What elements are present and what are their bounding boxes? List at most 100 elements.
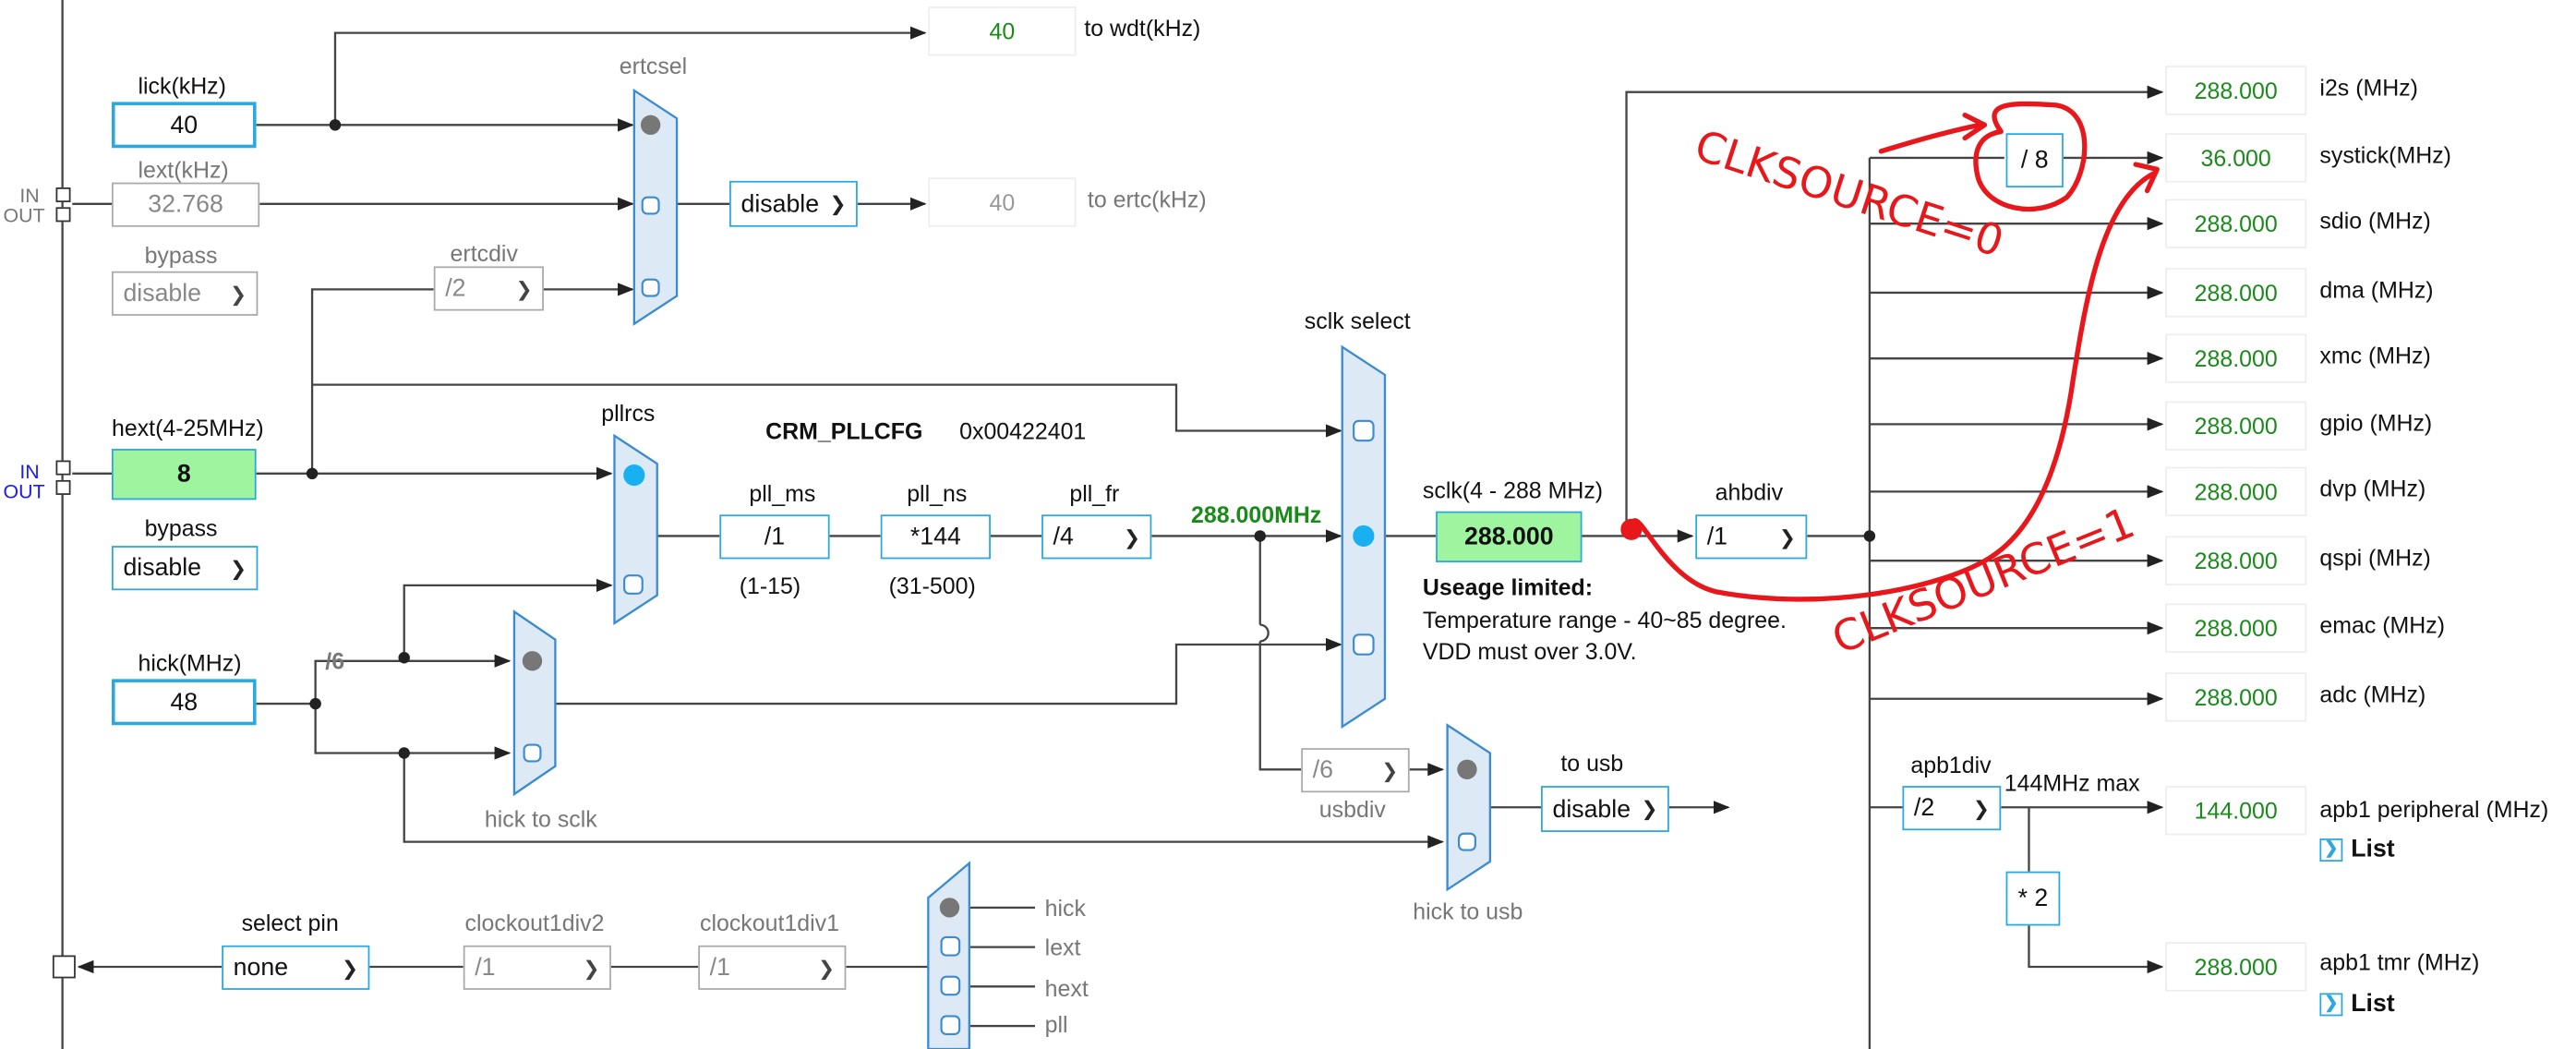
hext-bypass-select[interactable]: disable❯ <box>111 546 259 591</box>
ertcdiv-select[interactable]: /2❯ <box>433 266 544 311</box>
ertc-enable-select[interactable]: disable❯ <box>729 180 858 227</box>
clockout-option-pll: pll <box>1044 1011 1068 1038</box>
output-value-9: 288.000 <box>2165 672 2307 722</box>
pll-ns-label: pll_ns <box>907 479 968 507</box>
select-pin-select[interactable]: none❯ <box>222 945 370 990</box>
pll-ns-input[interactable]: *144 <box>880 514 991 560</box>
lext-in-label: IN <box>19 184 40 208</box>
output-label-6: dvp (MHz) <box>2319 475 2426 502</box>
lext-out-label: OUT <box>3 203 45 227</box>
output-value-2: 288.000 <box>2165 199 2307 248</box>
hext-in-port[interactable] <box>55 460 71 476</box>
lext-bypass-select[interactable]: disable❯ <box>111 271 259 316</box>
ahbdiv-select[interactable]: /1❯ <box>1695 514 1808 560</box>
pll-output-freq: 288.000MHz <box>1191 501 1322 528</box>
hext-label: hext(4-25MHz) <box>111 414 264 441</box>
lext-in-port[interactable] <box>55 187 71 203</box>
output-value-4: 288.000 <box>2165 333 2307 383</box>
output-label-4: xmc (MHz) <box>2319 342 2431 368</box>
hick-to-sclk-label: hick to sclk <box>484 805 597 832</box>
apb1-tmr-multiplier: * 2 <box>2005 871 2061 926</box>
output-label-3: dma (MHz) <box>2319 276 2434 303</box>
ertc-label: to ertc(kHz) <box>1087 186 1207 212</box>
clockout1div2-select[interactable]: /1❯ <box>463 945 611 990</box>
wdt-output: 40 <box>928 6 1077 56</box>
output-label-1: systick(MHz) <box>2319 141 2451 168</box>
chevron-down-icon: ❯ <box>229 556 247 580</box>
chevron-down-icon: ❯ <box>1641 797 1658 821</box>
output-value-7: 288.000 <box>2165 536 2307 585</box>
lick-input[interactable]: 40 <box>111 102 257 149</box>
chevron-right-icon: ❯ <box>2319 838 2343 862</box>
hick-to-usb-mux <box>1446 723 1492 892</box>
output-label-9: adc (MHz) <box>2319 681 2426 707</box>
usbdiv-select[interactable]: /6❯ <box>1301 748 1410 793</box>
clockout1div1-select[interactable]: /1❯ <box>698 945 847 990</box>
chevron-down-icon: ❯ <box>515 277 533 300</box>
usbdiv-label: usbdiv <box>1318 795 1386 823</box>
clockout-option-hext: hext <box>1044 974 1089 1002</box>
chevron-down-icon: ❯ <box>817 956 835 980</box>
hext-in-label: IN <box>19 460 40 484</box>
apb1-tmr-label: apb1 tmr (MHz) <box>2319 948 2480 975</box>
output-value-3: 288.000 <box>2165 268 2307 318</box>
apb1-tmr-output: 288.000 <box>2165 942 2307 992</box>
usb-enable-select[interactable]: disable❯ <box>1541 786 1669 832</box>
lext-input[interactable]: 32.768 <box>111 182 260 227</box>
hext-out-port[interactable] <box>55 479 71 495</box>
chevron-down-icon: ❯ <box>583 956 600 980</box>
apb1-tmr-list-button[interactable]: ❯List <box>2319 990 2395 1018</box>
apb1div-select[interactable]: /2❯ <box>1902 786 2002 831</box>
select-pin-label: select pin <box>241 909 339 936</box>
clockout-option-lext: lext <box>1044 934 1081 960</box>
output-value-8: 288.000 <box>2165 603 2307 653</box>
lext-bypass-label: bypass <box>144 241 218 269</box>
clockout-pin-port[interactable] <box>52 955 76 979</box>
hext-out-label: OUT <box>3 479 45 503</box>
hick-div6-label: /6 <box>325 647 345 675</box>
pllrcs-label: pllrcs <box>601 399 656 427</box>
output-value-1: 36.000 <box>2165 133 2307 183</box>
ertcdiv-label: ertcdiv <box>450 239 518 267</box>
output-label-8: emac (MHz) <box>2319 611 2446 638</box>
lext-out-port[interactable] <box>55 207 71 223</box>
pll-ms-input[interactable]: /1 <box>719 514 830 560</box>
chevron-down-icon: ❯ <box>1778 524 1796 549</box>
apb1-peripheral-output: 144.000 <box>2165 786 2307 836</box>
sclk-warning-title: Useage limited: <box>1422 573 1594 600</box>
pll-ns-range: (31-500) <box>888 572 976 599</box>
clockout-option-hick: hick <box>1044 894 1086 922</box>
apb1-peripheral-list-button[interactable]: ❯List <box>2319 836 2395 863</box>
ertc-output: 40 <box>928 177 1077 227</box>
sclk-label: sclk(4 - 288 MHz) <box>1422 476 1604 503</box>
output-label-5: gpio (MHz) <box>2319 409 2433 436</box>
systick-divider: / 8 <box>2005 133 2064 187</box>
ahbdiv-label: ahbdiv <box>1715 478 1784 505</box>
pll-fr-select[interactable]: /4❯ <box>1041 514 1152 560</box>
pll-fr-label: pll_fr <box>1069 479 1120 507</box>
pllcfg-value: 0x00422401 <box>959 417 1087 444</box>
output-value-6: 288.000 <box>2165 466 2307 517</box>
clksource-0-annotation: CLKSOURCE=0 <box>1689 120 2009 267</box>
hext-input[interactable]: 8 <box>111 449 257 500</box>
chevron-down-icon: ❯ <box>341 956 358 980</box>
pllcfg-name: CRM_PLLCFG <box>765 417 923 444</box>
apb1-max-label: 144MHz max <box>2004 769 2140 796</box>
pll-ms-label: pll_ms <box>749 479 816 507</box>
sclk-select-label: sclk select <box>1304 307 1411 334</box>
lext-label: lext(kHz) <box>138 156 229 183</box>
hick-to-usb-label: hick to usb <box>1413 898 1523 924</box>
output-value-0: 288.000 <box>2165 66 2307 115</box>
usb-label: to usb <box>1560 749 1624 777</box>
pllrcs-mux <box>613 433 658 625</box>
clksource-1-annotation: CLKSOURCE=1 <box>1825 498 2141 664</box>
hick-input[interactable]: 48 <box>111 679 257 726</box>
output-value-5: 288.000 <box>2165 401 2307 451</box>
clockout1div2-label: clockout1div2 <box>464 909 605 936</box>
chevron-down-icon: ❯ <box>1972 796 1990 820</box>
output-label-2: sdio (MHz) <box>2319 207 2431 234</box>
output-label-0: i2s (MHz) <box>2319 74 2418 101</box>
apb1div-label: apb1div <box>1910 751 1992 778</box>
